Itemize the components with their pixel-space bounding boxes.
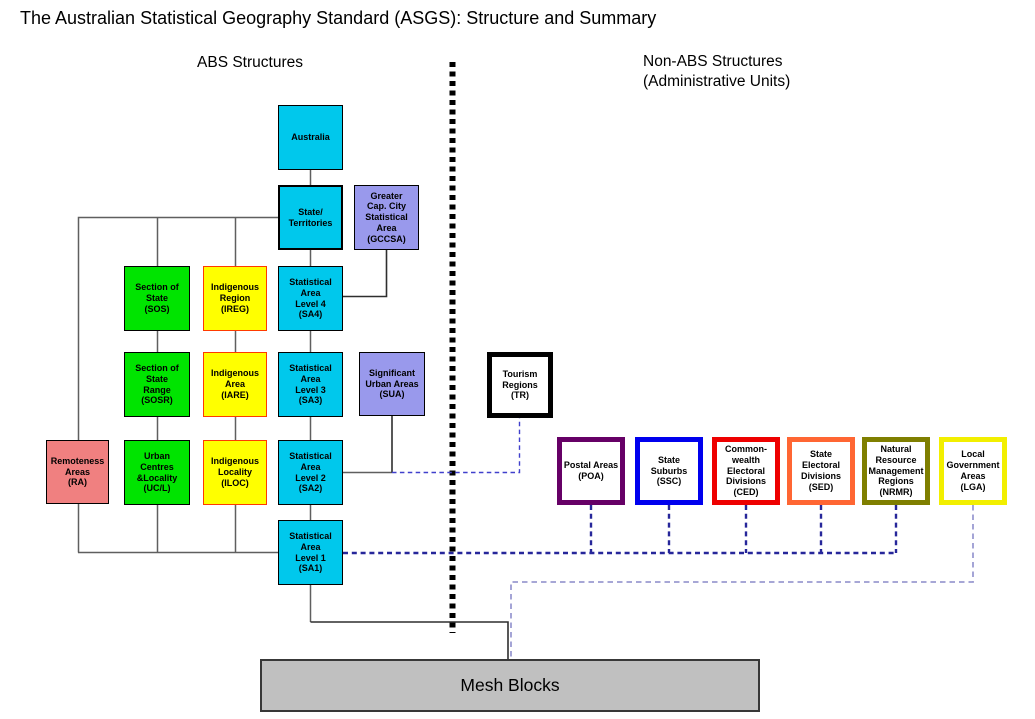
node-state-electoral-divisions: State Electoral Divisions (SED) bbox=[787, 437, 855, 505]
node-state-territories: State/ Territories bbox=[278, 185, 343, 250]
node-sa4: Statistical Area Level 4 (SA4) bbox=[278, 266, 343, 331]
node-indigenous-area: Indigenous Area (IARE) bbox=[203, 352, 267, 417]
node-sa3-label: Statistical Area Level 3 (SA3) bbox=[289, 362, 332, 406]
node-commonwealth-electoral-divisions: Common- wealth Electoral Divisions (CED) bbox=[712, 437, 780, 505]
node-mesh-blocks: Mesh Blocks bbox=[260, 659, 760, 712]
node-indigenous-locality: Indigenous Locality (ILOC) bbox=[203, 440, 267, 505]
node-significant-urban-areas-label: Significant Urban Areas (SUA) bbox=[365, 367, 419, 400]
node-sa2: Statistical Area Level 2 (SA2) bbox=[278, 440, 343, 505]
page-title: The Australian Statistical Geography Sta… bbox=[20, 8, 657, 28]
node-tourism-regions-label: Tourism Regions (TR) bbox=[502, 368, 538, 401]
node-state-suburbs: State Suburbs (SSC) bbox=[635, 437, 703, 505]
node-state-suburbs-label: State Suburbs (SSC) bbox=[650, 454, 688, 487]
node-indigenous-area-label: Indigenous Area (IARE) bbox=[211, 368, 259, 400]
node-sa1-label: Statistical Area Level 1 (SA1) bbox=[289, 530, 332, 574]
node-australia: Australia bbox=[278, 105, 343, 170]
node-section-of-state-range: Section of State Range (SOSR) bbox=[124, 352, 190, 417]
node-sa4-label: Statistical Area Level 4 (SA4) bbox=[289, 276, 332, 320]
node-urban-centres-locality: Urban Centres &Locality (UC/L) bbox=[124, 440, 190, 505]
node-nrm-regions: Natural Resource Management Regions (NRM… bbox=[862, 437, 930, 505]
node-sa3: Statistical Area Level 3 (SA3) bbox=[278, 352, 343, 417]
node-indigenous-region-label: Indigenous Region (IREG) bbox=[211, 282, 259, 314]
abs-structures-heading: ABS Structures bbox=[197, 54, 303, 71]
node-urban-centres-locality-label: Urban Centres &Locality (UC/L) bbox=[136, 450, 178, 494]
node-sa1: Statistical Area Level 1 (SA1) bbox=[278, 520, 343, 585]
node-postal-areas-label: Postal Areas (POA) bbox=[563, 460, 619, 481]
node-section-of-state: Section of State (SOS) bbox=[124, 266, 190, 331]
node-section-of-state-range-label: Section of State Range (SOSR) bbox=[135, 362, 179, 406]
non-abs-structures-heading: Non-ABS Structures (Administrative Units… bbox=[643, 53, 791, 90]
node-section-of-state-label: Section of State (SOS) bbox=[135, 282, 179, 314]
node-australia-label: Australia bbox=[291, 132, 330, 143]
node-tourism-regions: Tourism Regions (TR) bbox=[487, 352, 553, 418]
node-remoteness-areas: Remoteness Areas (RA) bbox=[46, 440, 109, 504]
node-state-territories-label: State/ Territories bbox=[288, 206, 333, 228]
node-gccsa-label: Greater Cap. City Statistical Area (GCCS… bbox=[365, 190, 408, 244]
node-postal-areas: Postal Areas (POA) bbox=[557, 437, 625, 505]
node-sa2-label: Statistical Area Level 2 (SA2) bbox=[289, 450, 332, 494]
node-commonwealth-electoral-divisions-label: Common- wealth Electoral Divisions (CED) bbox=[725, 444, 767, 498]
node-mesh-blocks-label: Mesh Blocks bbox=[460, 675, 560, 695]
node-local-government-areas-label: Local Government Areas (LGA) bbox=[946, 449, 1000, 492]
node-state-electoral-divisions-label: State Electoral Divisions (SED) bbox=[800, 449, 841, 492]
node-indigenous-locality-label: Indigenous Locality (ILOC) bbox=[211, 456, 259, 488]
node-local-government-areas: Local Government Areas (LGA) bbox=[939, 437, 1007, 505]
node-gccsa: Greater Cap. City Statistical Area (GCCS… bbox=[354, 185, 419, 250]
node-indigenous-region: Indigenous Region (IREG) bbox=[203, 266, 267, 331]
node-significant-urban-areas: Significant Urban Areas (SUA) bbox=[359, 352, 425, 416]
node-nrm-regions-label: Natural Resource Management Regions (NRM… bbox=[868, 444, 924, 498]
node-remoteness-areas-label: Remoteness Areas (RA) bbox=[50, 455, 105, 488]
